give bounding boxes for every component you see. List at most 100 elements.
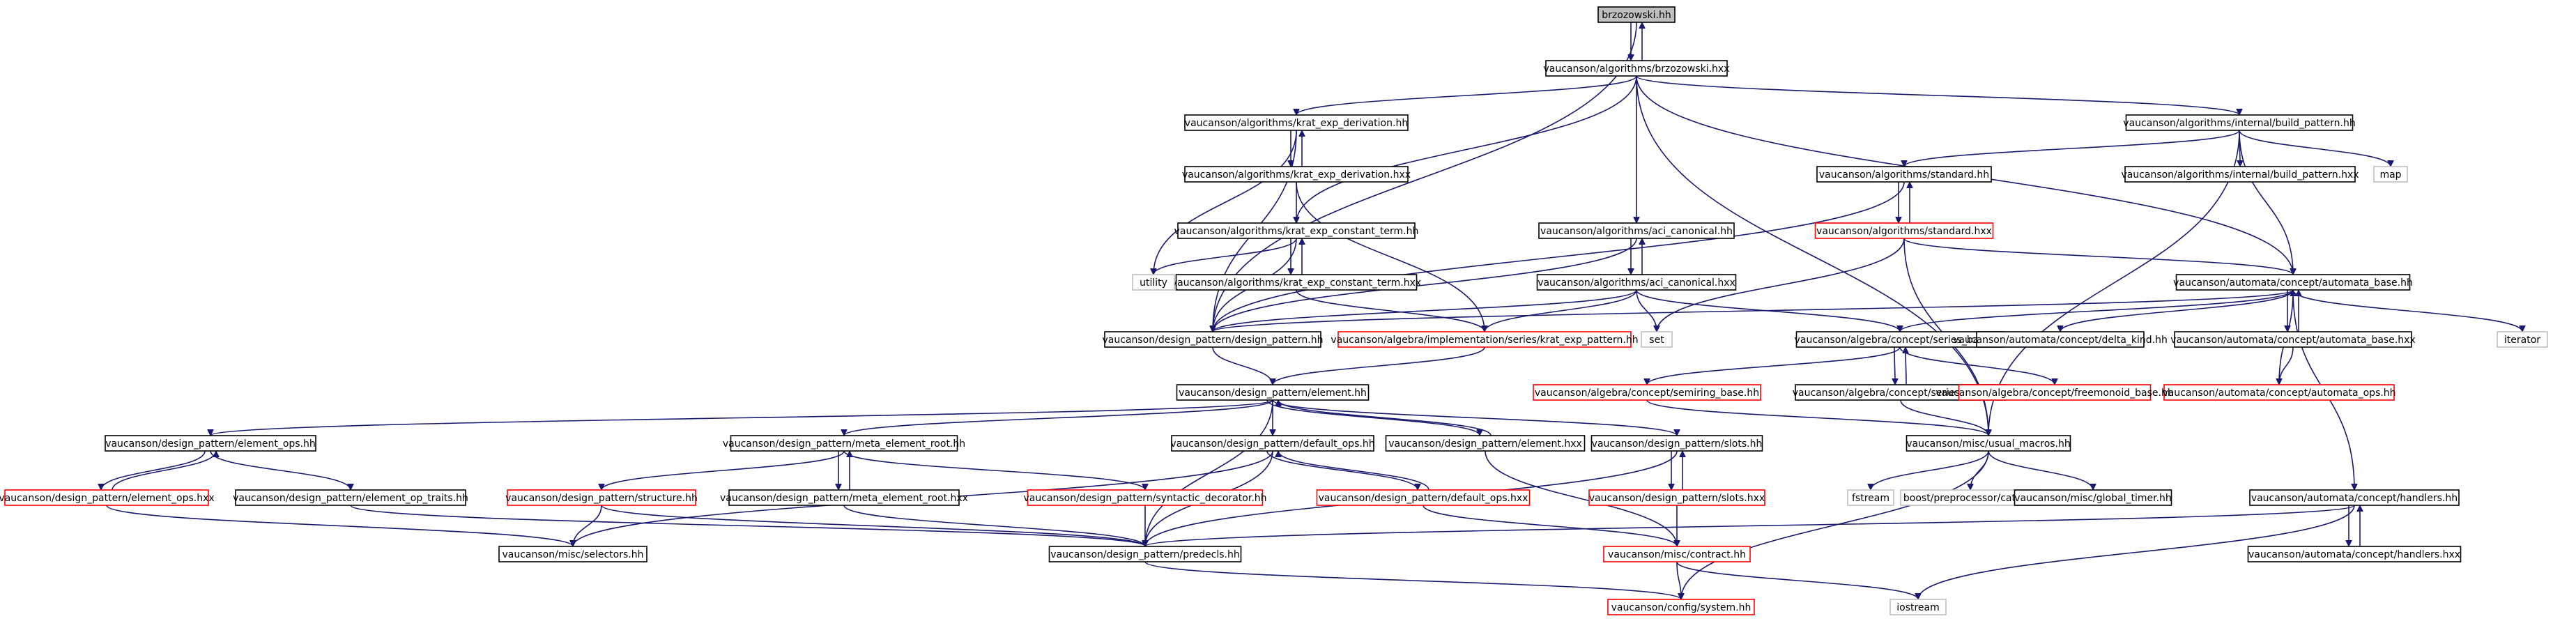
node-label: vaucanson/design_pattern/meta_element_ro… bbox=[720, 493, 968, 504]
node-label: vaucanson/design_pattern/syntactic_decor… bbox=[1023, 493, 1266, 504]
edge-n45-to-n48 bbox=[1144, 561, 1681, 600]
file-node[interactable]: vaucanson/automata/concept/automata_base… bbox=[2170, 331, 2416, 348]
file-node[interactable]: vaucanson/algorithms/krat_exp_constant_t… bbox=[1172, 274, 1421, 291]
node-label: vaucanson/automata/concept/automata_base… bbox=[2170, 335, 2415, 346]
file-node[interactable]: vaucanson/automata/concept/handlers.hh bbox=[2249, 489, 2460, 506]
edge-n34-to-n45 bbox=[350, 505, 1145, 547]
node-label: vaucanson/algorithms/krat_exp_constant_t… bbox=[1172, 277, 1421, 289]
file-node[interactable]: vaucanson/misc/selectors.hh bbox=[498, 546, 647, 562]
file-node[interactable]: vaucanson/design_pattern/element_op_trai… bbox=[233, 489, 468, 506]
edge-n26-to-n27 bbox=[210, 399, 1273, 436]
file-node[interactable]: fstream bbox=[1847, 489, 1894, 506]
file-node[interactable]: vaucanson/automata/concept/delta_kind.hh bbox=[1953, 331, 2168, 348]
file-node[interactable]: vaucanson/design_pattern/structure.hh bbox=[505, 489, 698, 506]
node-box bbox=[1027, 489, 1264, 506]
node-label: vaucanson/algorithms/krat_exp_derivation… bbox=[1182, 169, 1411, 181]
file-node[interactable]: vaucanson/design_pattern/meta_element_ro… bbox=[720, 489, 968, 506]
edge-n1-to-n2 bbox=[1296, 75, 1637, 116]
file-node[interactable]: vaucanson/algebra/concept/freemonoid_bas… bbox=[1935, 384, 2174, 401]
edge-n36-to-n45 bbox=[843, 505, 1145, 547]
node-box bbox=[1538, 222, 1735, 239]
node-box bbox=[1177, 222, 1416, 239]
node-box bbox=[2373, 166, 2408, 183]
node-label: vaucanson/algorithms/krat_exp_constant_t… bbox=[1174, 226, 1419, 237]
edge-n33-to-n27 bbox=[112, 450, 216, 491]
node-box bbox=[2247, 546, 2462, 562]
file-node[interactable]: vaucanson/design_pattern/element.hh bbox=[1176, 384, 1370, 401]
edge-n24-to-n32 bbox=[1900, 399, 1988, 436]
node-label: vaucanson/design_pattern/element_ops.hxx bbox=[0, 493, 215, 504]
file-node[interactable]: vaucanson/algebra/implementation/series/… bbox=[1331, 331, 1639, 348]
file-node[interactable]: vaucanson/design_pattern/syntactic_decor… bbox=[1023, 489, 1267, 506]
node-box bbox=[1958, 384, 2152, 401]
file-node[interactable]: vaucanson/design_pattern/default_ops.hh bbox=[1170, 435, 1375, 452]
file-node[interactable]: vaucanson/design_pattern/element_ops.hh bbox=[105, 435, 316, 452]
file-node[interactable]: vaucanson/algorithms/krat_exp_derivation… bbox=[1182, 166, 1411, 183]
node-box bbox=[498, 546, 647, 562]
file-node[interactable]: vaucanson/design_pattern/meta_element_ro… bbox=[723, 435, 965, 452]
edge-n4-to-n6 bbox=[1153, 238, 1297, 275]
file-node[interactable]: vaucanson/misc/contract.hh bbox=[1603, 546, 1751, 562]
file-node[interactable]: vaucanson/design_pattern/element_ops.hxx bbox=[0, 489, 215, 506]
node-box bbox=[1588, 489, 1765, 506]
edge-n19-to-n24 bbox=[1894, 346, 1895, 385]
file-node[interactable]: utility bbox=[1132, 274, 1175, 291]
edge-n17-to-n20 bbox=[2060, 289, 2294, 332]
node-label: vaucanson/algebra/concept/semiring_base.… bbox=[1535, 388, 1759, 399]
edge-n32-to-n42 bbox=[1988, 450, 2093, 491]
file-node[interactable]: vaucanson/automata/concept/automata_ops.… bbox=[2162, 384, 2396, 401]
file-node[interactable]: set bbox=[1641, 331, 1673, 348]
node-label: vaucanson/design_pattern/structure.hh bbox=[505, 493, 698, 504]
node-box bbox=[1889, 599, 1947, 615]
file-node[interactable]: vaucanson/misc/usual_macros.hh bbox=[1906, 435, 2071, 452]
edge-n19-to-n25 bbox=[1899, 346, 2055, 385]
node-box bbox=[1184, 114, 1409, 131]
file-node[interactable]: vaucanson/misc/global_timer.hh bbox=[2014, 489, 2172, 506]
file-node[interactable]: vaucanson/algorithms/aci_canonical.hh bbox=[1538, 222, 1735, 239]
node-box bbox=[2249, 489, 2460, 506]
node-label: vaucanson/design_pattern/slots.hxx bbox=[1589, 493, 1765, 504]
node-label: vaucanson/design_pattern/predecls.hh bbox=[1050, 549, 1239, 560]
file-node[interactable]: vaucanson/design_pattern/default_ops.hxx bbox=[1316, 489, 1531, 506]
node-box bbox=[1607, 599, 1755, 615]
node-label: vaucanson/algorithms/brzozowski.hxx bbox=[1543, 63, 1729, 75]
file-node[interactable]: vaucanson/automata/concept/automata_base… bbox=[2173, 274, 2413, 291]
file-node[interactable]: vaucanson/config/system.hh bbox=[1607, 599, 1755, 615]
file-node[interactable]: vaucanson/algorithms/standard.hh bbox=[1816, 166, 1992, 183]
file-node[interactable]: iostream bbox=[1889, 599, 1947, 615]
file-node[interactable]: vaucanson/algorithms/standard.hxx bbox=[1814, 222, 1994, 239]
edge-n26-to-n28 bbox=[844, 399, 1273, 436]
dependency-edges bbox=[101, 22, 2522, 600]
node-box bbox=[1597, 6, 1676, 23]
file-node[interactable]: vaucanson/design_pattern/element.hxx bbox=[1385, 435, 1586, 452]
node-box bbox=[1104, 331, 1321, 348]
file-node[interactable]: vaucanson/algorithms/brzozowski.hxx bbox=[1543, 60, 1730, 77]
node-box bbox=[1337, 331, 1632, 348]
file-node[interactable]: vaucanson/algebra/concept/semiring_base.… bbox=[1533, 384, 1761, 401]
file-node[interactable]: vaucanson/algebra/concept/series_base.hx… bbox=[1793, 384, 2009, 401]
file-node[interactable]: vaucanson/algebra/concept/series_base.hh bbox=[1795, 331, 2006, 348]
node-box bbox=[1533, 384, 1761, 401]
file-node[interactable]: vaucanson/design_pattern/slots.hh bbox=[1590, 435, 1763, 452]
edge-n46-to-n48 bbox=[1676, 561, 1681, 599]
edge-n9-to-n7 bbox=[1213, 238, 1637, 332]
file-node[interactable]: boost/preprocessor/cat.hpp bbox=[1900, 489, 2041, 506]
edge-n15-to-n7 bbox=[1213, 181, 1905, 332]
file-node[interactable]: vaucanson/algorithms/krat_exp_derivation… bbox=[1184, 114, 1409, 131]
node-box bbox=[1184, 166, 1409, 183]
edge-n35-to-n45 bbox=[601, 505, 1145, 547]
file-node[interactable]: vaucanson/design_pattern/design_pattern.… bbox=[1102, 331, 1324, 348]
file-node[interactable]: vaucanson/algorithms/krat_exp_constant_t… bbox=[1174, 222, 1419, 239]
file-node[interactable]: vaucanson/algorithms/internal/build_patt… bbox=[2121, 166, 2359, 183]
file-node[interactable]: vaucanson/automata/concept/handlers.hxx bbox=[2247, 546, 2462, 562]
edge-n21-to-n22 bbox=[2279, 346, 2294, 385]
file-node[interactable]: iterator bbox=[2497, 331, 2548, 348]
file-node[interactable]: map bbox=[2373, 166, 2408, 183]
file-node[interactable]: vaucanson/design_pattern/predecls.hh bbox=[1048, 546, 1242, 562]
edge-n12-to-n17 bbox=[2239, 130, 2293, 275]
file-node[interactable]: vaucanson/design_pattern/slots.hxx bbox=[1588, 489, 1765, 506]
node-label: boost/preprocessor/cat.hpp bbox=[1903, 493, 2037, 504]
edge-n1-to-n12 bbox=[1636, 75, 2239, 116]
file-node[interactable]: vaucanson/algorithms/internal/build_patt… bbox=[2123, 114, 2356, 131]
file-node[interactable]: vaucanson/algorithms/aci_canonical.hxx bbox=[1536, 274, 1737, 291]
